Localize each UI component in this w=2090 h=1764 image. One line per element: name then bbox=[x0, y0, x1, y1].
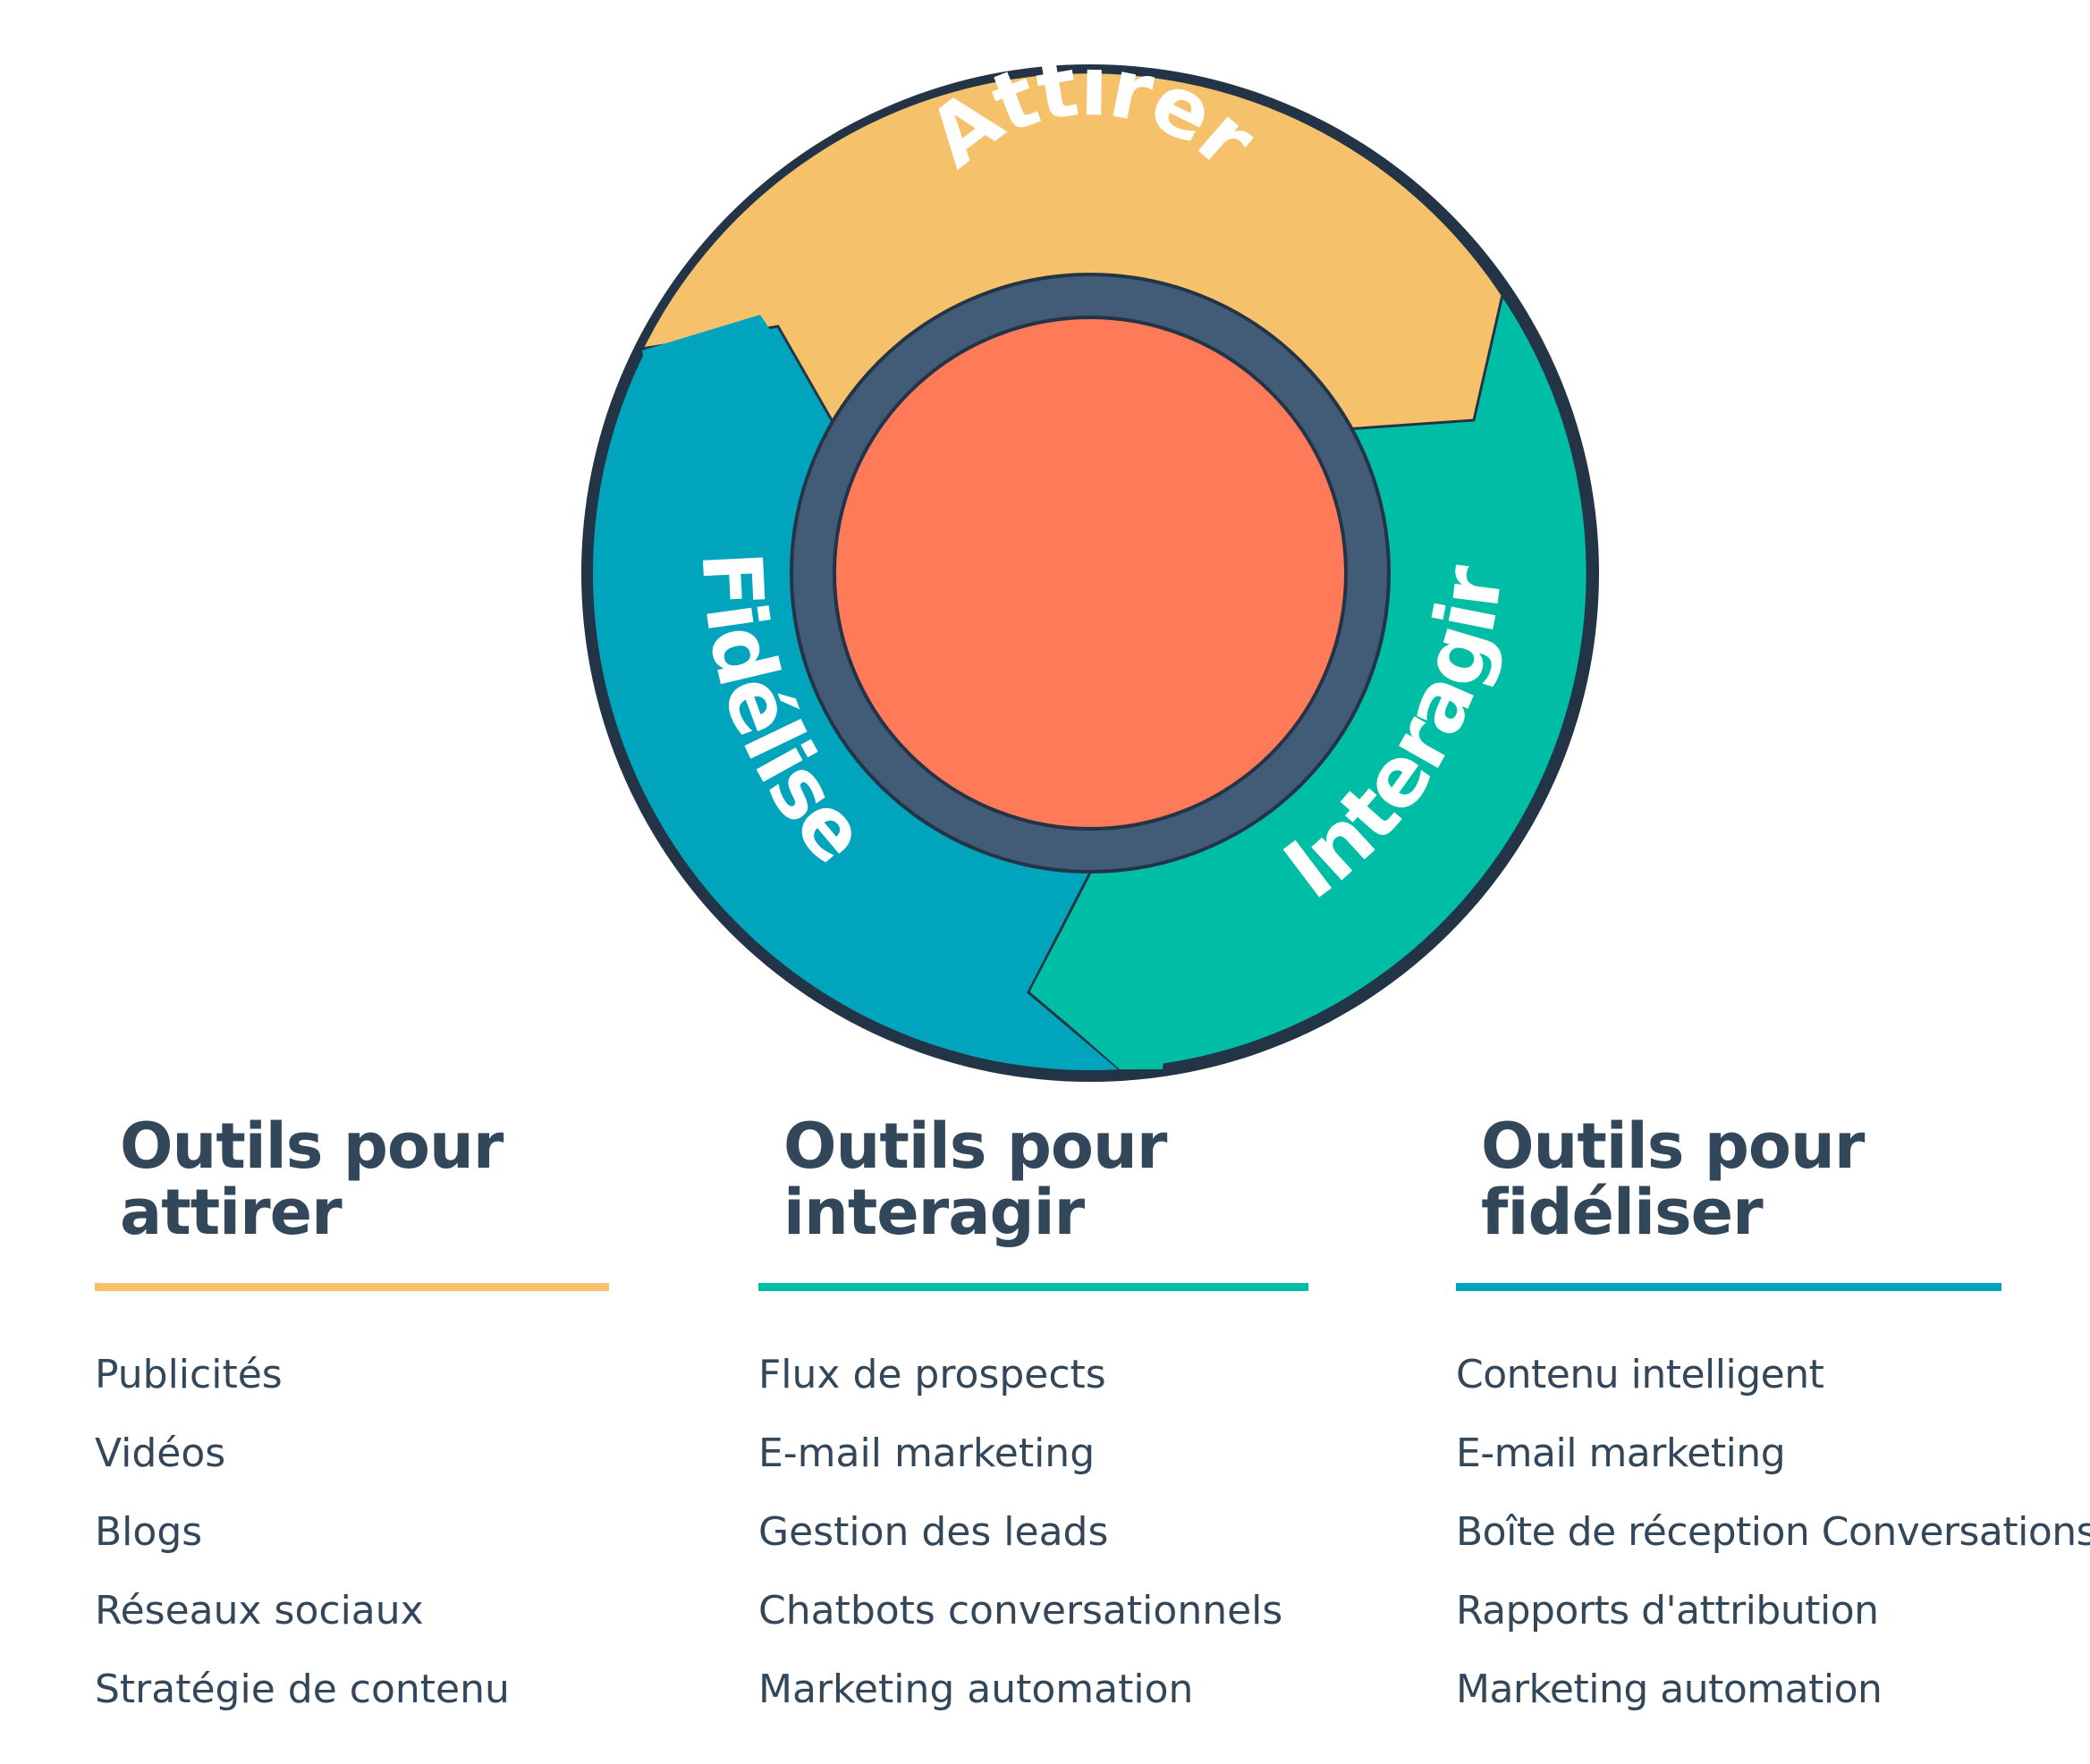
list-item: Vidéos bbox=[95, 1431, 226, 1476]
list-item: Stratégie de contenu bbox=[95, 1667, 510, 1712]
tools-column-attract: Outils pour attirer Publicités Vidéos Bl… bbox=[95, 1113, 609, 1729]
list-item: Publicités bbox=[95, 1352, 283, 1397]
tools-column-engage: Outils pour interagir Flux de prospects … bbox=[758, 1113, 1308, 1729]
list-item: Rapports d'attribution bbox=[1456, 1588, 1879, 1633]
list-item: Réseaux sociaux bbox=[95, 1588, 424, 1633]
flywheel-diagram: Attirer Fidéliser Interagir bbox=[581, 64, 1599, 1082]
column-heading-line2: interagir bbox=[783, 1176, 1085, 1249]
engage-arrow-tail bbox=[1030, 872, 1180, 1069]
column-heading-line2: attirer bbox=[120, 1176, 343, 1249]
column-heading-line1: Outils pour bbox=[783, 1110, 1167, 1183]
column-heading-line1: Outils pour bbox=[1481, 1110, 1865, 1183]
list-item: Boîte de réception Conversations bbox=[1456, 1509, 2090, 1555]
column-accent-rule bbox=[758, 1283, 1308, 1291]
list-item: Blogs bbox=[95, 1509, 203, 1555]
list-item: Gestion des leads bbox=[758, 1509, 1109, 1555]
column-accent-rule bbox=[95, 1283, 609, 1291]
list-item: Chatbots conversationnels bbox=[758, 1588, 1283, 1633]
column-heading: Outils pour fidéliser bbox=[1456, 1113, 2001, 1245]
list-item: E-mail marketing bbox=[758, 1431, 1096, 1476]
tools-column-delight: Outils pour fidéliser Contenu intelligen… bbox=[1456, 1113, 2090, 1729]
tools-list: Publicités Vidéos Blogs Réseaux sociaux … bbox=[95, 1336, 609, 1729]
tools-list: Contenu intelligent E-mail marketing Boî… bbox=[1456, 1336, 2090, 1729]
list-item: E-mail marketing bbox=[1456, 1431, 1786, 1476]
list-item: Marketing automation bbox=[758, 1667, 1194, 1712]
tools-list: Flux de prospects E-mail marketing Gesti… bbox=[758, 1336, 1308, 1729]
column-heading-line2: fidéliser bbox=[1481, 1176, 1764, 1249]
attract-segment bbox=[639, 71, 1504, 431]
column-heading-line1: Outils pour bbox=[120, 1110, 503, 1183]
hub-center bbox=[833, 316, 1348, 831]
column-heading: Outils pour interagir bbox=[758, 1113, 1308, 1245]
column-accent-rule bbox=[1456, 1283, 2001, 1291]
list-item: Marketing automation bbox=[1456, 1667, 1883, 1712]
column-heading: Outils pour attirer bbox=[95, 1113, 609, 1245]
list-item: Contenu intelligent bbox=[1456, 1352, 1824, 1397]
list-item: Flux de prospects bbox=[758, 1352, 1106, 1397]
